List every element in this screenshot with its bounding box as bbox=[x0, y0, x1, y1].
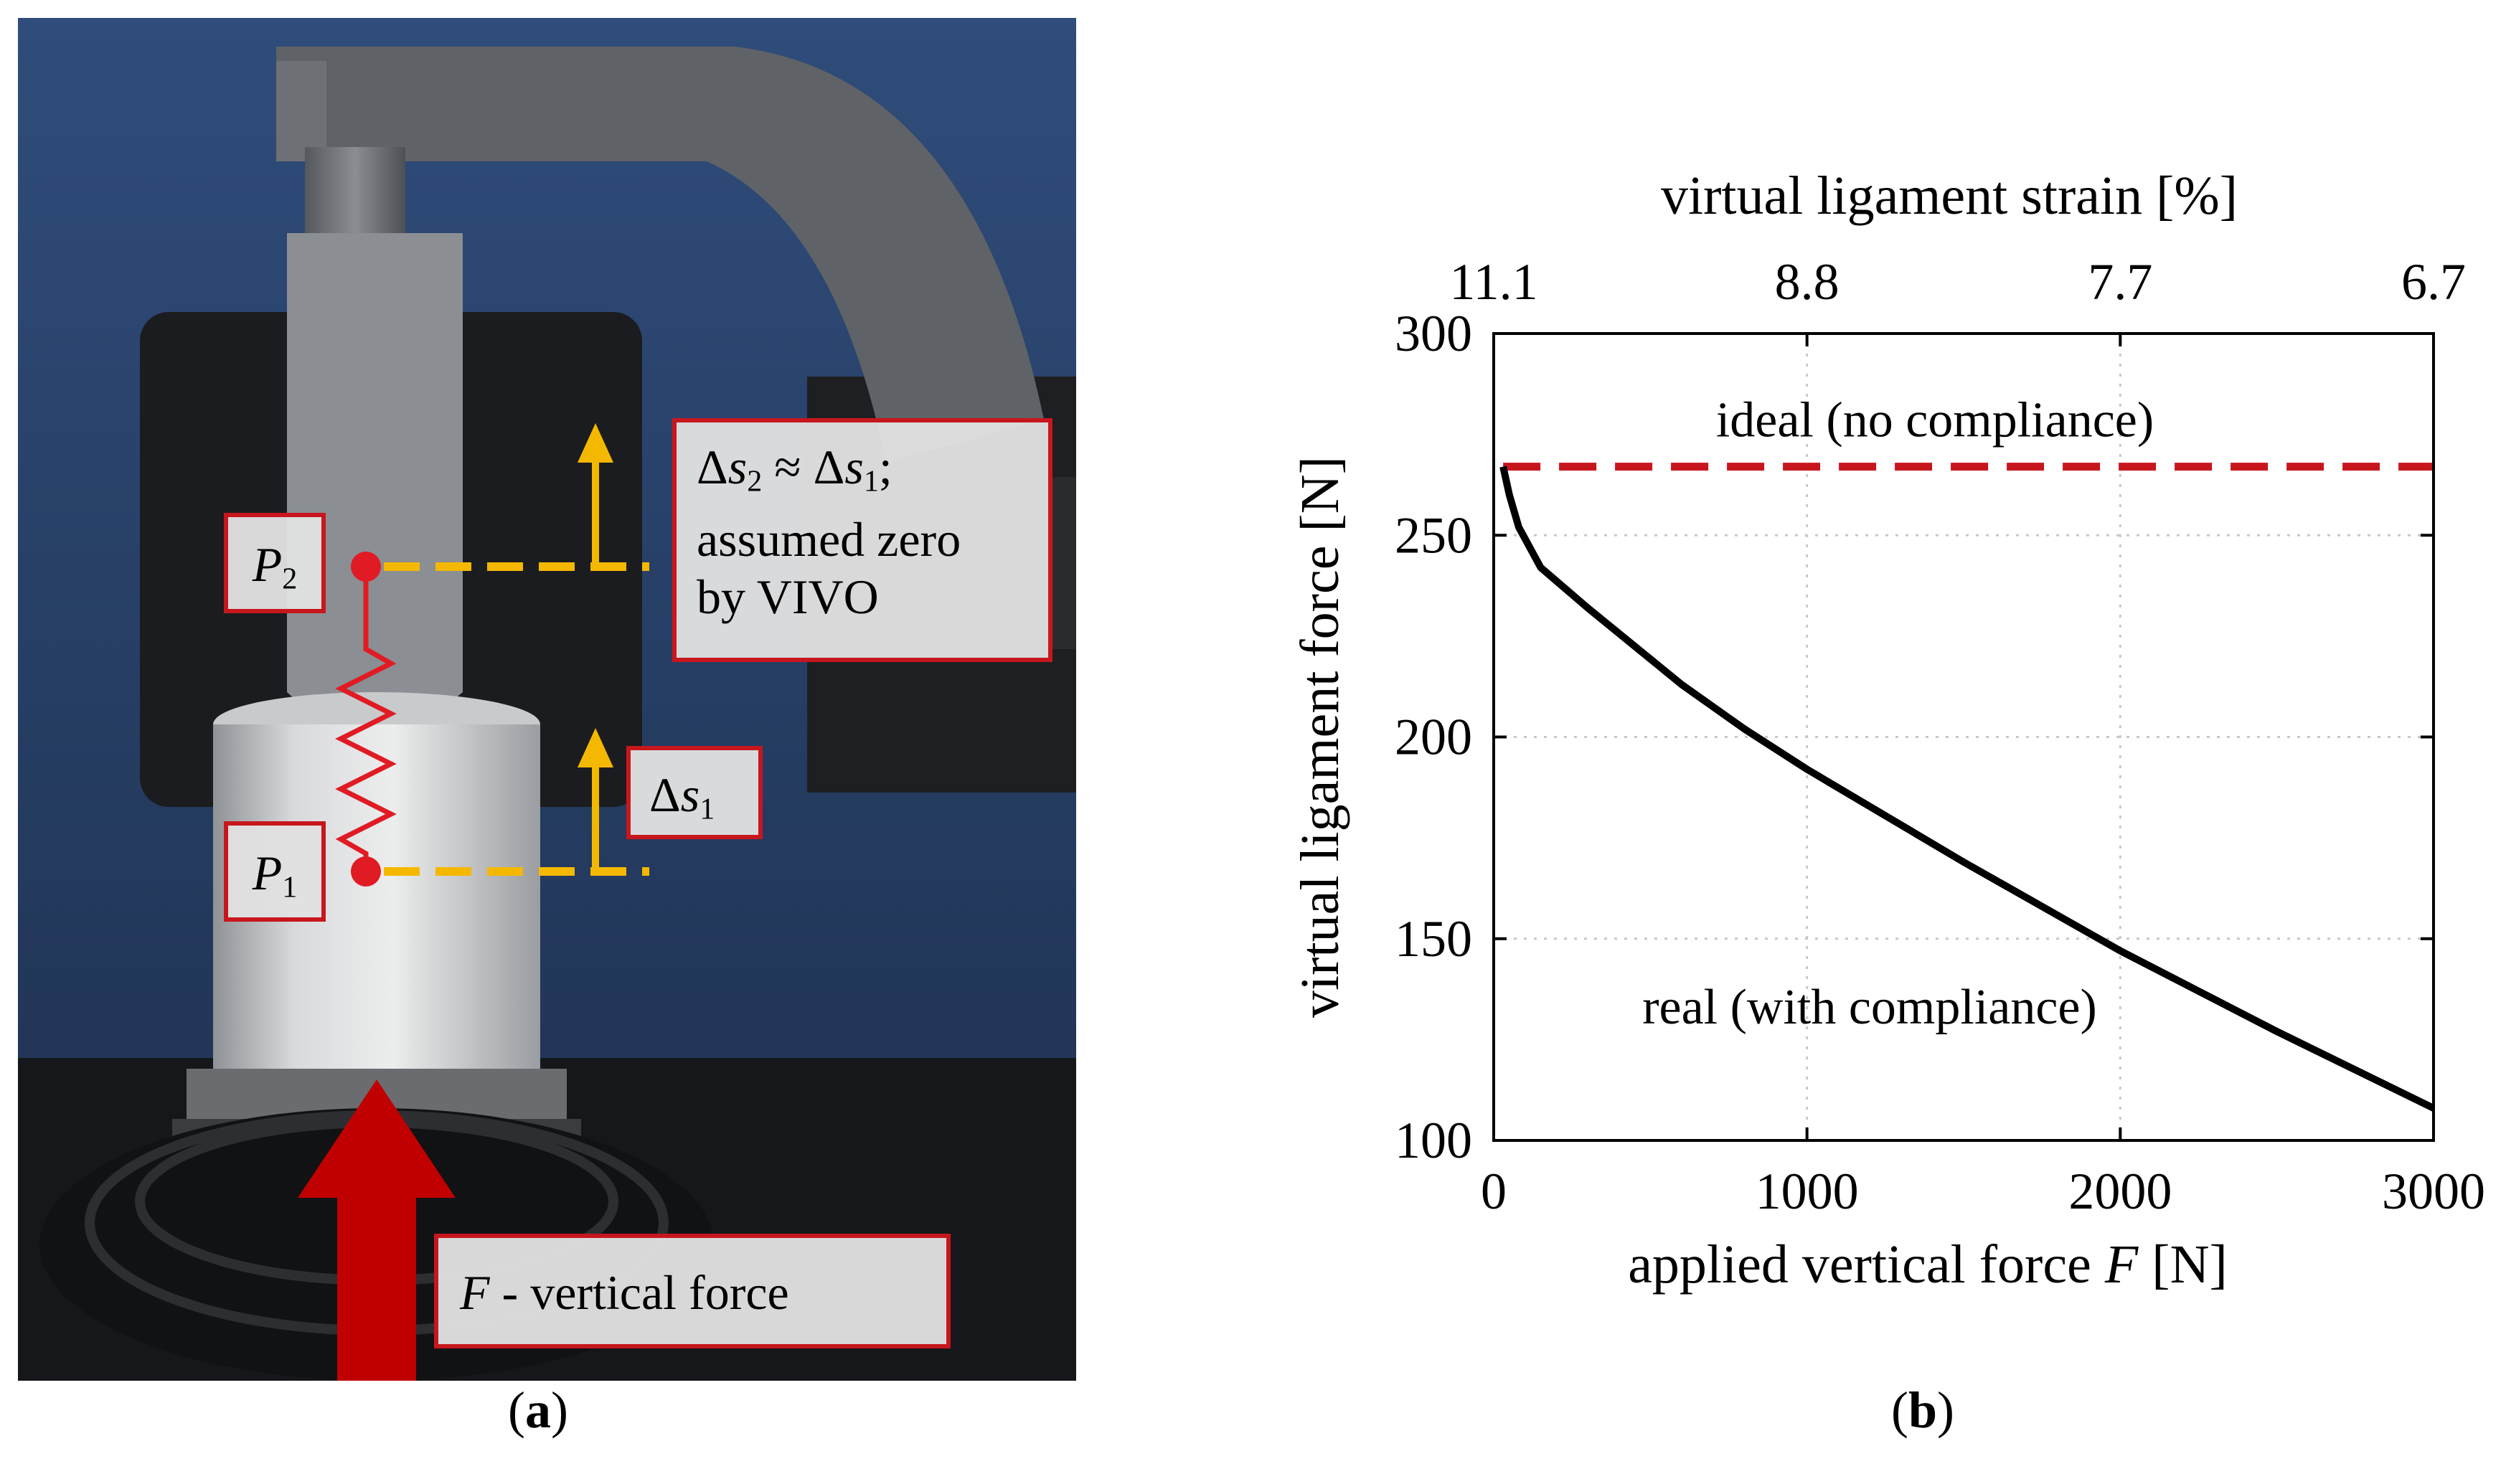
x-tick-label: 1000 bbox=[1756, 1163, 1859, 1220]
top-tick-label: 6.7 bbox=[2401, 253, 2466, 311]
series-label-ideal: ideal (no compliance) bbox=[1716, 392, 2154, 448]
label-p1: P1 bbox=[224, 821, 326, 922]
y-tick-label: 300 bbox=[1395, 305, 1472, 362]
test-rig-illustration bbox=[18, 18, 1076, 1381]
x-tick-label: 2000 bbox=[2068, 1163, 2172, 1220]
caption-b: (b) bbox=[1890, 1381, 1954, 1439]
y-tick-label: 100 bbox=[1395, 1112, 1472, 1169]
force-arrow-head bbox=[298, 1079, 456, 1198]
force-chart: ideal (no compliance) real (with complian… bbox=[1290, 166, 2485, 1295]
y-axis-title: virtual ligament force [N] bbox=[1290, 456, 1350, 1018]
label-p2: P2 bbox=[224, 513, 326, 613]
point-p1-marker bbox=[351, 856, 381, 887]
spring bbox=[335, 567, 397, 871]
chart-axes bbox=[1492, 332, 2435, 1142]
delta-s2-note-line1: assumed zero bbox=[697, 511, 961, 567]
x-axis-title: applied vertical force F [N] bbox=[1628, 1234, 2228, 1295]
y-tick-label: 200 bbox=[1395, 709, 1472, 766]
top-tick-label: 11.1 bbox=[1449, 253, 1537, 311]
caption-a: (a) bbox=[508, 1381, 568, 1439]
top-tick-label: 8.8 bbox=[1775, 253, 1840, 311]
x-tick-label: 3000 bbox=[2382, 1163, 2485, 1220]
chart-labels: ideal (no compliance) real (with complian… bbox=[1290, 166, 2485, 1295]
series-label-real: real (with compliance) bbox=[1642, 980, 2097, 1035]
delta-s2-note-line2: by VIVO bbox=[697, 569, 879, 624]
y-tick-label: 150 bbox=[1395, 910, 1472, 968]
series-line-real bbox=[1499, 465, 2436, 1112]
chart-plot bbox=[1499, 463, 2436, 1112]
photo-panel: P2 P1 Δs2 ≈ Δs1; assumed zero by VIVO Δs… bbox=[18, 18, 1076, 1381]
point-p2-marker bbox=[351, 552, 381, 582]
chart-grid bbox=[1494, 334, 2434, 1140]
top-tick-label: 7.7 bbox=[2088, 253, 2152, 311]
y-tick-label: 250 bbox=[1395, 506, 1472, 564]
label-delta-s1: Δs1 bbox=[626, 746, 763, 839]
top-axis-title: virtual ligament strain [%] bbox=[1661, 166, 2238, 226]
curved-arm bbox=[276, 47, 1044, 463]
label-delta-s2: Δs2 ≈ Δs1; assumed zero by VIVO bbox=[672, 418, 1052, 662]
blade bbox=[287, 233, 463, 750]
delta-s2-equation: Δs2 ≈ Δs1; bbox=[697, 440, 892, 498]
x-tick-label: 0 bbox=[1481, 1163, 1507, 1220]
label-force: F - vertical force bbox=[434, 1234, 951, 1348]
force-arrow-shaft bbox=[337, 1194, 416, 1381]
